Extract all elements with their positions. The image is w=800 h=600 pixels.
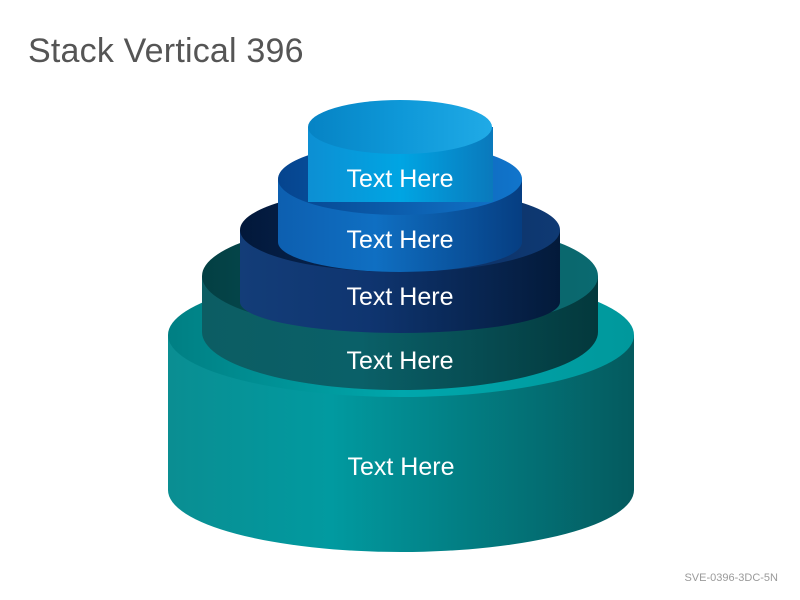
tier-1 — [308, 100, 493, 202]
tier-3-label: Text Here — [347, 283, 454, 311]
tier-2-label: Text Here — [347, 226, 454, 254]
tier-5-side — [168, 335, 634, 552]
page-title: Stack Vertical 396 — [28, 32, 304, 70]
tier-1-label: Text Here — [347, 165, 454, 193]
tier-5-label: Text Here — [348, 453, 455, 481]
slide-code: SVE-0396-3DC-5N — [684, 572, 778, 584]
tier-4-label: Text Here — [347, 347, 454, 375]
tier-1-top — [308, 100, 492, 154]
